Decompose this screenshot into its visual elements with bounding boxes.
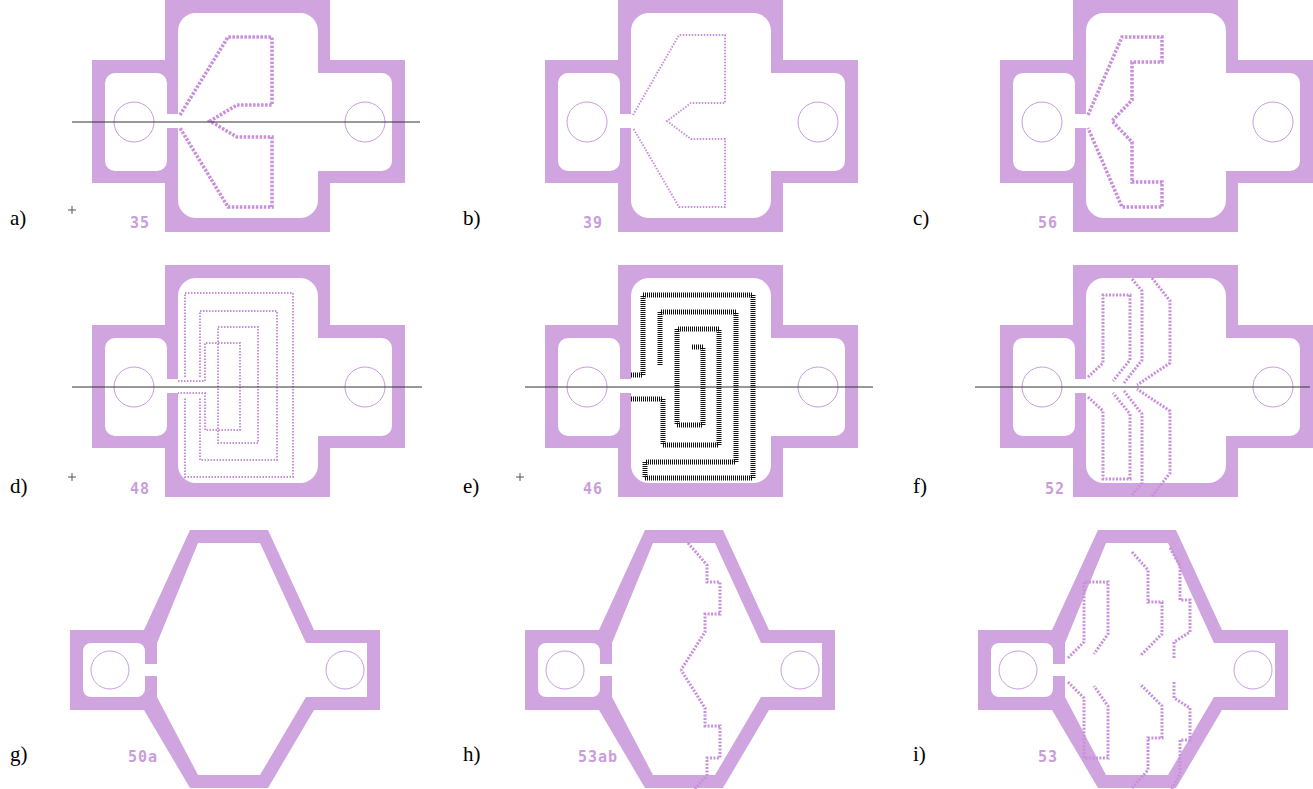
chip-c <box>1000 0 1313 232</box>
design-number: 48 <box>130 482 150 497</box>
panel-letter: b) <box>463 208 481 229</box>
design-number: 56 <box>1038 216 1058 231</box>
design-number: 53ab <box>578 750 618 765</box>
chip-e <box>516 265 873 497</box>
design-number: 39 <box>583 216 603 231</box>
design-number: 46 <box>583 482 603 497</box>
design-number: 52 <box>1045 482 1065 497</box>
panel-letter: e) <box>463 476 479 497</box>
chip-b <box>545 0 858 232</box>
design-number: 50a <box>128 750 158 765</box>
design-number: 35 <box>130 216 150 231</box>
panel-letter: c) <box>913 208 929 229</box>
chip-d <box>68 265 422 497</box>
panel-letter: f) <box>913 476 927 497</box>
chip-a <box>68 0 420 232</box>
panel-letter: d) <box>10 476 28 497</box>
panel-letter: g) <box>10 744 28 765</box>
chip-i <box>978 530 1288 789</box>
chip-h <box>525 530 835 789</box>
panel-letter: a) <box>10 208 26 229</box>
panel-letter: h) <box>463 744 481 765</box>
design-number: 53 <box>1038 750 1058 765</box>
chip-f <box>975 265 1313 497</box>
chip-g <box>70 530 380 788</box>
panel-letter: i) <box>913 744 926 765</box>
